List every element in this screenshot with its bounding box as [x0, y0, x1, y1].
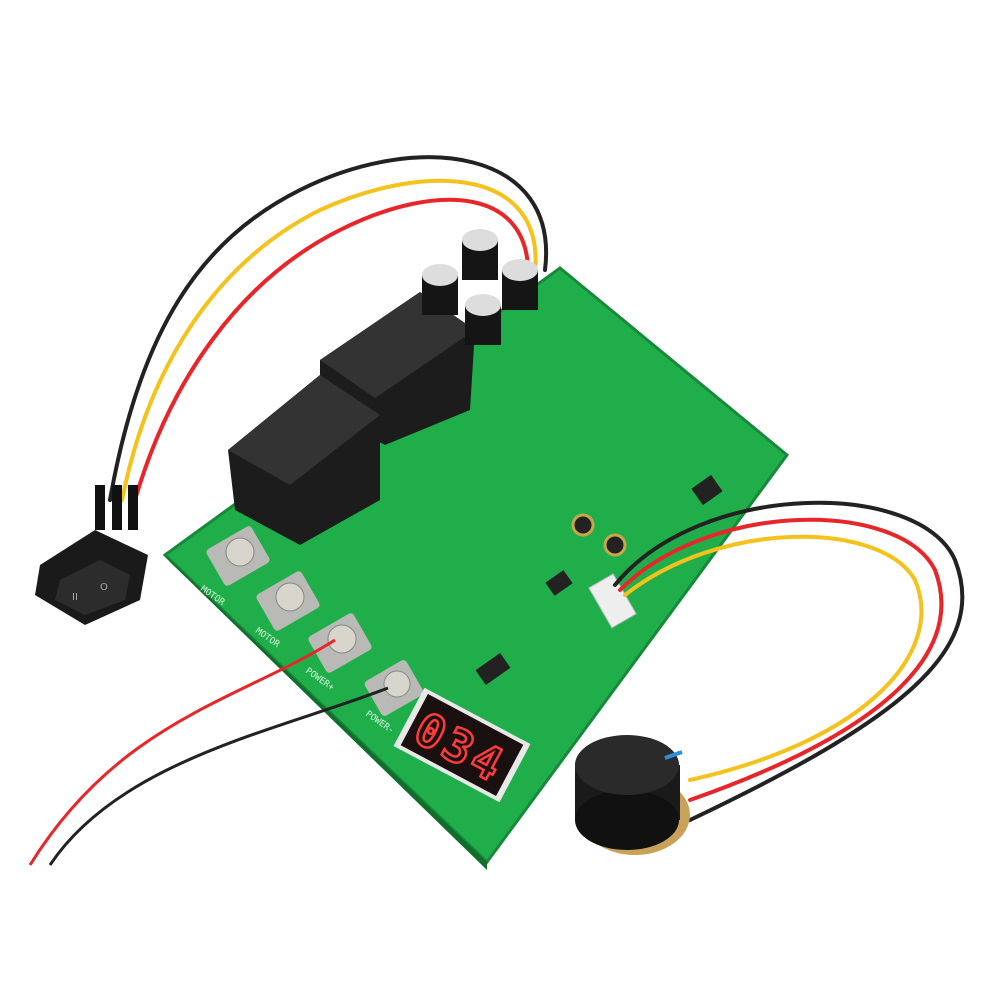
capacitors: [422, 229, 538, 345]
potentiometer-knob: [575, 735, 690, 855]
switch-wires: [108, 155, 549, 502]
switch-off-mark: O: [100, 582, 108, 593]
power-wire-red: [28, 638, 336, 866]
terminal-motor-2: MOTOR: [253, 571, 320, 650]
rocker-switch: II O: [35, 485, 148, 625]
relay: [228, 375, 380, 545]
ic-chip: [475, 653, 511, 685]
ic-chip: [691, 474, 723, 506]
switch-on-mark: II: [72, 592, 78, 603]
pot-wires: [613, 500, 965, 822]
power-wire-black: [48, 686, 389, 866]
ic-chip: [545, 570, 573, 596]
